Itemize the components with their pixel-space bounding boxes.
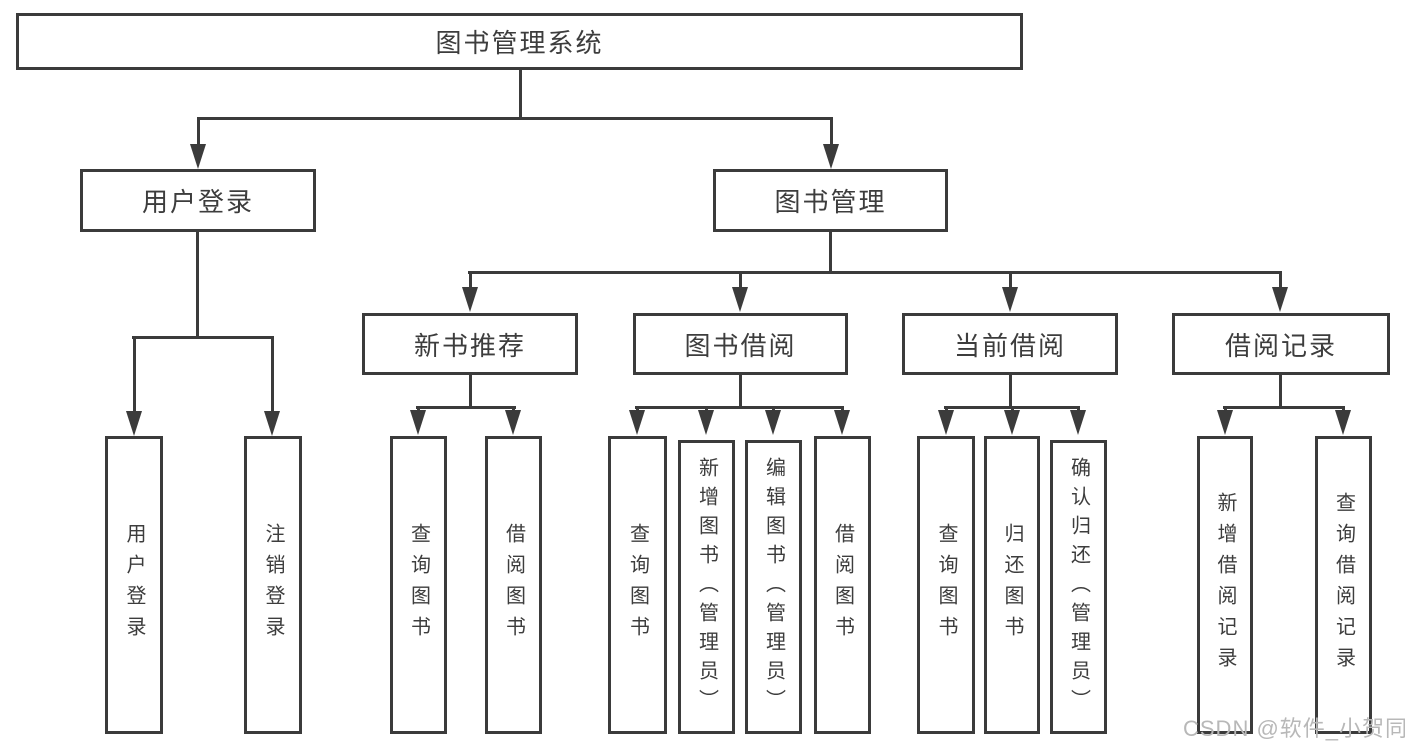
node-new-book-recommendation: 新书推荐: [362, 313, 578, 375]
arrow-down: [190, 144, 206, 169]
leaf-logout: 注销登录: [244, 436, 302, 734]
connector-line: [635, 406, 844, 409]
arrow-down: [1002, 287, 1018, 312]
connector-line: [739, 375, 742, 407]
watermark: CSDN @软件_小贺同学: [1183, 716, 1405, 741]
arrow-down: [505, 410, 521, 435]
connector-line: [1009, 271, 1012, 289]
node-book-management: 图书管理: [713, 169, 948, 232]
connector-line: [1279, 375, 1282, 407]
connector-line: [271, 336, 274, 411]
connector-line: [469, 271, 472, 289]
connector-line: [1223, 406, 1345, 409]
leaf-recommend-borrow-books: 借阅图书: [485, 436, 542, 734]
connector-line: [468, 271, 1282, 274]
leaf-add-borrow-record: 新增借阅记录: [1197, 436, 1253, 734]
leaf-recommend-query-books: 查询图书: [390, 436, 447, 734]
leaf-confirm-return-admin: 确认归还（管理员）: [1050, 440, 1107, 734]
node-user-login: 用户登录: [80, 169, 316, 232]
leaf-edit-books-admin: 编辑图书（管理员）: [745, 440, 802, 734]
connector-line: [197, 117, 833, 120]
node-book-borrowing: 图书借阅: [633, 313, 848, 375]
arrow-down: [410, 410, 426, 435]
leaf-borrowing-query-books: 查询图书: [608, 436, 667, 734]
arrow-down: [1070, 410, 1086, 435]
arrow-down: [823, 144, 839, 169]
connector-line: [519, 70, 522, 118]
connector-line: [196, 232, 199, 336]
arrow-down: [1217, 410, 1233, 435]
connector-line: [197, 117, 200, 145]
leaf-return-books: 归还图书: [984, 436, 1040, 734]
arrow-down: [1272, 287, 1288, 312]
leaf-add-books-admin: 新增图书（管理员）: [678, 440, 735, 734]
connector-line: [1009, 375, 1012, 407]
arrow-down: [1335, 410, 1351, 435]
connector-line: [829, 232, 832, 271]
arrow-down: [462, 287, 478, 312]
connector-line: [739, 271, 742, 289]
connector-line: [416, 406, 516, 409]
connector-line: [1279, 271, 1282, 289]
arrow-down: [834, 410, 850, 435]
arrow-down: [264, 411, 280, 436]
arrow-down: [938, 410, 954, 435]
node-borrowing-records: 借阅记录: [1172, 313, 1390, 375]
arrow-down: [1004, 410, 1020, 435]
leaf-query-borrow-record: 查询借阅记录: [1315, 436, 1372, 734]
leaf-current-query-books: 查询图书: [917, 436, 975, 734]
arrow-down: [629, 410, 645, 435]
leaf-borrowing-borrow-books: 借阅图书: [814, 436, 871, 734]
arrow-down: [126, 411, 142, 436]
leaf-user-login: 用户登录: [105, 436, 163, 734]
connector-line: [133, 336, 136, 411]
connector-line: [132, 336, 274, 339]
arrow-down: [698, 410, 714, 435]
connector-line: [830, 117, 833, 145]
arrow-down: [732, 287, 748, 312]
node-library-system: 图书管理系统: [16, 13, 1023, 70]
node-current-borrowing: 当前借阅: [902, 313, 1118, 375]
connector-line: [469, 375, 472, 407]
arrow-down: [765, 410, 781, 435]
